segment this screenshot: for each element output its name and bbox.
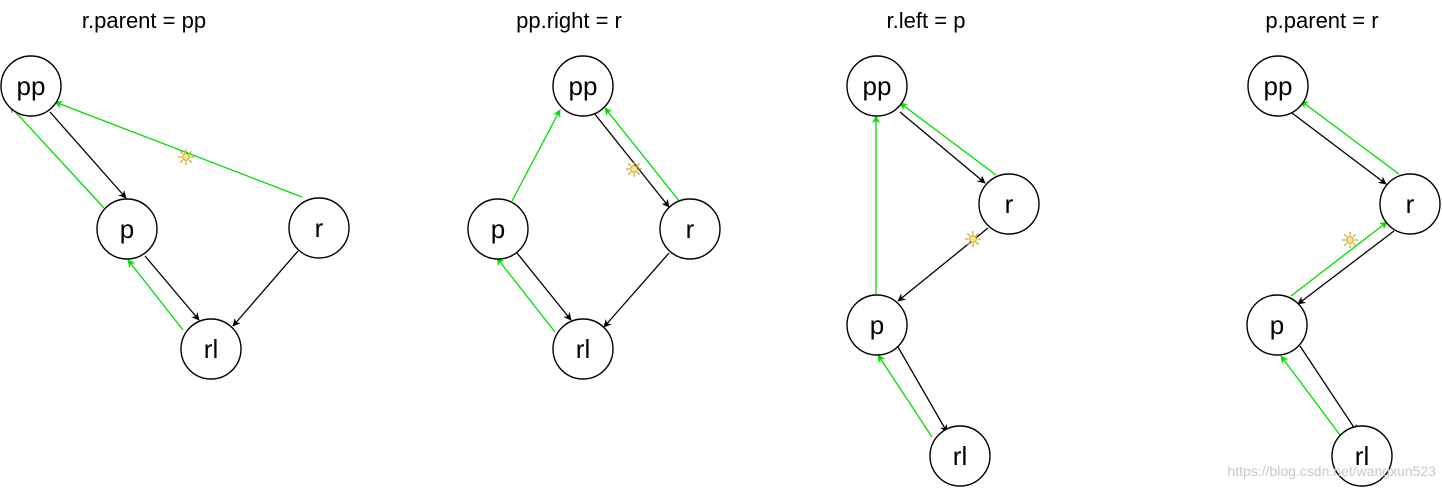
panel-1-edge-p-to-pp (9, 105, 105, 209)
panel-4-sun-icon (1341, 231, 1359, 249)
panel-1-node-rl-label: rl (204, 334, 218, 364)
panel-2-edge-rl-to-p (496, 257, 556, 333)
panel-3-node-rl-label: rl (953, 441, 967, 471)
panel-3-edge-pp-to-r (899, 111, 986, 184)
panel-4-edge-p-to-r (1290, 221, 1388, 297)
panel-1-title: r.parent = pp (82, 8, 206, 33)
panel-1-node-rl: rl (180, 318, 242, 380)
panel-4-node-p-label: p (1270, 310, 1284, 340)
panel-1-node-r-label: r (315, 213, 324, 243)
panel-4-node-pp-label: pp (1264, 71, 1293, 101)
panel-4-edge-pp-to-r (1287, 109, 1387, 185)
panel-3-node-p-label: p (870, 310, 884, 340)
panel-3-node-pp-label: pp (863, 71, 892, 101)
panel-4-title: p.parent = r (1265, 8, 1378, 33)
panel-3-node-p: p (846, 294, 908, 356)
panel-2-sun-icon (625, 160, 643, 178)
panel-2-title: pp.right = r (516, 8, 622, 33)
panel-2-edge-r-to-rl (603, 252, 670, 328)
panel-1-node-r: r (288, 197, 350, 259)
panel-2: pp.right = r pp p r rl (467, 8, 721, 380)
panel-4-node-r: r (1379, 173, 1441, 235)
panel-1-node-pp: pp (0, 55, 62, 117)
panel-2-node-p: p (467, 198, 529, 260)
panel-2-node-pp: pp (552, 55, 614, 117)
panel-2-edge-pp-to-r (593, 112, 670, 208)
panel-3-edge-rl-to-p (877, 354, 933, 438)
panel-4-edge-r-to-p (1297, 230, 1395, 305)
panel-1-sun-icon (177, 148, 195, 166)
panel-1-edge-pp-to-p (49, 111, 127, 199)
panel-4-node-pp: pp (1247, 55, 1309, 117)
panel-3-node-rl: rl (929, 425, 991, 487)
panel-3-edge-r-to-pp (899, 102, 997, 176)
panel-3-sun-icon (964, 230, 982, 248)
panel-4-edge-rl-to-p (1280, 355, 1341, 436)
panel-3-edge-p-to-rl (897, 346, 948, 433)
panel-1-node-p-label: p (120, 214, 134, 244)
panel-3-node-pp: pp (846, 55, 908, 117)
panel-1: r.parent = pp pp p r rl (0, 8, 350, 380)
panel-4-node-rl-label: rl (1355, 441, 1369, 471)
panel-4-node-p: p (1246, 294, 1308, 356)
panel-1-node-p: p (96, 198, 158, 260)
panel-1-node-pp-label: pp (17, 71, 46, 101)
panel-3-node-r-label: r (1005, 189, 1014, 219)
panel-1-edge-r-to-pp (54, 100, 303, 198)
panel-4-edge-p-to-rl (1299, 345, 1358, 433)
panel-2-node-pp-label: pp (569, 71, 598, 101)
panel-4-node-r-label: r (1406, 189, 1415, 219)
panel-2-node-rl-label: rl (576, 334, 590, 364)
panel-2-node-r-label: r (686, 214, 695, 244)
watermark: https://blog.csdn.net/wangxun523 (1227, 463, 1436, 479)
panel-4-edge-r-to-pp (1300, 100, 1400, 175)
panel-3: r.left = p pp r p rl (846, 8, 1040, 487)
panel-2-edge-p-to-rl (516, 252, 572, 321)
panel-1-edge-rl-to-p (127, 259, 184, 331)
panel-2-node-rl: rl (552, 318, 614, 380)
panel-3-node-r: r (978, 173, 1040, 235)
panel-2-edge-p-to-pp (511, 109, 561, 202)
panel-4-node-rl: rl (1331, 425, 1393, 487)
panel-1-edge-p-to-rl (144, 255, 200, 321)
panel-2-node-r: r (659, 198, 721, 260)
panel-4: p.parent = r pp r p rl (1246, 8, 1441, 487)
panel-3-title: r.left = p (887, 8, 966, 33)
panel-2-edge-r-to-pp (604, 107, 681, 203)
panel-1-edge-r-to-rl (232, 250, 299, 327)
panel-2-node-p-label: p (491, 214, 505, 244)
